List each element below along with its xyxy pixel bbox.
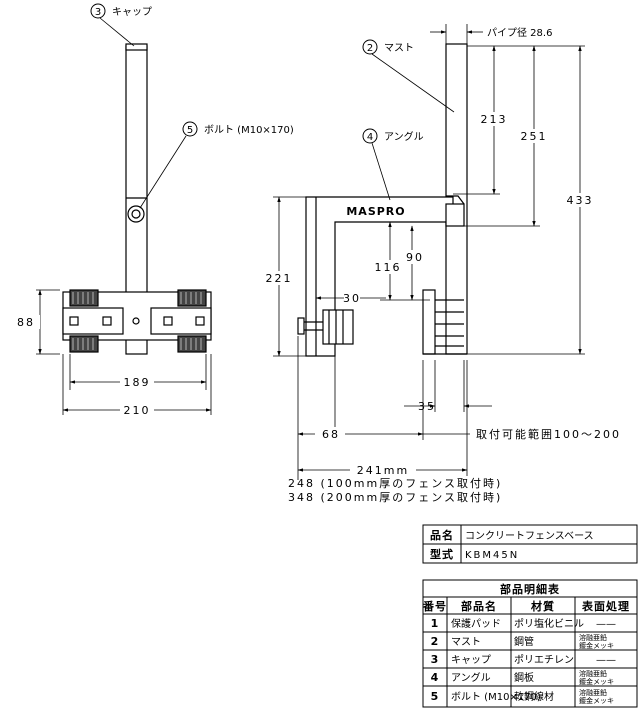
dim-pipe-diameter: パイプ径 28.6: [487, 26, 552, 39]
front-cap: [125, 43, 148, 51]
side-dims: [273, 24, 585, 480]
svg-text:溶融亜鉛: 溶融亜鉛: [579, 633, 607, 642]
dim-116: 116: [375, 261, 402, 274]
side-view: [297, 43, 468, 357]
dim-90: 90: [406, 251, 424, 264]
svg-text:ポリエチレン: ポリエチレン: [514, 654, 574, 666]
svg-text:アングル: アングル: [451, 671, 491, 684]
header-material: 材質: [531, 599, 555, 613]
header-part-name: 部品名: [461, 599, 497, 613]
parts-row: 3 キャップ ポリエチレン ——: [431, 653, 616, 666]
svg-text:4: 4: [431, 671, 440, 684]
product-model-label: 型式: [430, 547, 454, 561]
dim-248: 248 (100mm厚のフェンス取付時): [288, 477, 502, 490]
svg-text:溶融亜鉛: 溶融亜鉛: [579, 688, 607, 697]
dim-210: 210: [124, 404, 151, 417]
svg-text:マスト: マスト: [384, 43, 414, 54]
parts-table-header: 番号 部品名 材質 表面処理: [422, 599, 630, 613]
dim-189: 189: [124, 376, 151, 389]
svg-text:保護パッド: 保護パッド: [451, 617, 501, 630]
parts-table-title: 部品明細表: [500, 582, 560, 596]
product-model-value: KBM45N: [465, 550, 519, 561]
svg-text:2: 2: [431, 635, 440, 648]
bolt-head-icon: [127, 205, 145, 223]
brand-label: MASPRO: [346, 205, 405, 218]
dim-68: 68: [322, 428, 340, 441]
dim-241: 241mm: [357, 464, 409, 477]
parts-table: [422, 579, 638, 708]
dim-88: 88: [17, 316, 35, 329]
parts-row: 1 保護パッド ポリ塩化ビニル ——: [431, 617, 616, 630]
svg-text:3: 3: [95, 7, 101, 18]
svg-text:ポリ塩化ビニル: ポリ塩化ビニル: [514, 617, 584, 630]
svg-text:——: ——: [596, 655, 616, 666]
svg-text:鍍金メッキ: 鍍金メッキ: [579, 696, 614, 705]
dim-348: 348 (200mm厚のフェンス取付時): [288, 491, 502, 504]
header-finish: 表面処理: [581, 599, 630, 613]
front-view: [62, 43, 212, 355]
svg-text:キャップ: キャップ: [451, 654, 491, 666]
svg-text:キャップ: キャップ: [112, 6, 152, 18]
parts-row: 5 ボルト (M10×170) 軟鋼線材 溶融亜鉛 鍍金メッキ: [431, 688, 614, 705]
dim-mount-range: 取付可能範囲100～200: [476, 427, 621, 441]
pad-right: [177, 289, 207, 353]
callout-angle: 4 アングル: [362, 128, 424, 201]
svg-text:鍍金メッキ: 鍍金メッキ: [579, 641, 614, 650]
svg-text:4: 4: [367, 132, 373, 143]
product-name-label: 品名: [430, 528, 454, 542]
svg-text:鋼板: 鋼板: [514, 671, 534, 684]
dim-35: 35: [418, 400, 436, 413]
callout-mast: 2 マスト: [362, 39, 455, 113]
product-name-value: コンクリートフェンスベース: [465, 530, 594, 542]
svg-text:溶融亜鉛: 溶融亜鉛: [579, 669, 607, 678]
svg-text:1: 1: [431, 617, 440, 630]
knurl-pattern: [72, 292, 202, 350]
header-no: 番号: [422, 599, 447, 613]
svg-text:アングル: アングル: [384, 130, 424, 143]
pad-left: [69, 289, 99, 353]
product-table: [422, 524, 638, 564]
callout-cap: 3 キャップ: [90, 3, 152, 47]
svg-text:2: 2: [367, 43, 373, 54]
svg-text:5: 5: [431, 690, 440, 703]
parts-row: 4 アングル 鋼板 溶融亜鉛 鍍金メッキ: [431, 669, 614, 686]
svg-text:ボルト (M10×170): ボルト (M10×170): [204, 124, 294, 136]
svg-text:ボルト (M10×170): ボルト (M10×170): [451, 691, 541, 703]
callout-bolt: 5 ボルト (M10×170): [139, 121, 294, 209]
svg-text:マスト: マスト: [451, 637, 481, 648]
svg-text:鋼管: 鋼管: [514, 635, 534, 648]
svg-text:軟鋼線材: 軟鋼線材: [514, 690, 554, 703]
parts-row: 2 マスト 鋼管 溶融亜鉛 鍍金メッキ: [431, 633, 614, 650]
dim-433: 433: [567, 194, 594, 207]
svg-text:——: ——: [596, 619, 616, 630]
svg-text:3: 3: [431, 653, 440, 666]
dim-251: 251: [521, 130, 548, 143]
dim-221: 221: [266, 272, 293, 285]
svg-text:鍍金メッキ: 鍍金メッキ: [579, 677, 614, 686]
dim-213: 213: [481, 113, 508, 126]
dim-30: 30: [343, 292, 361, 305]
svg-text:5: 5: [187, 125, 193, 136]
